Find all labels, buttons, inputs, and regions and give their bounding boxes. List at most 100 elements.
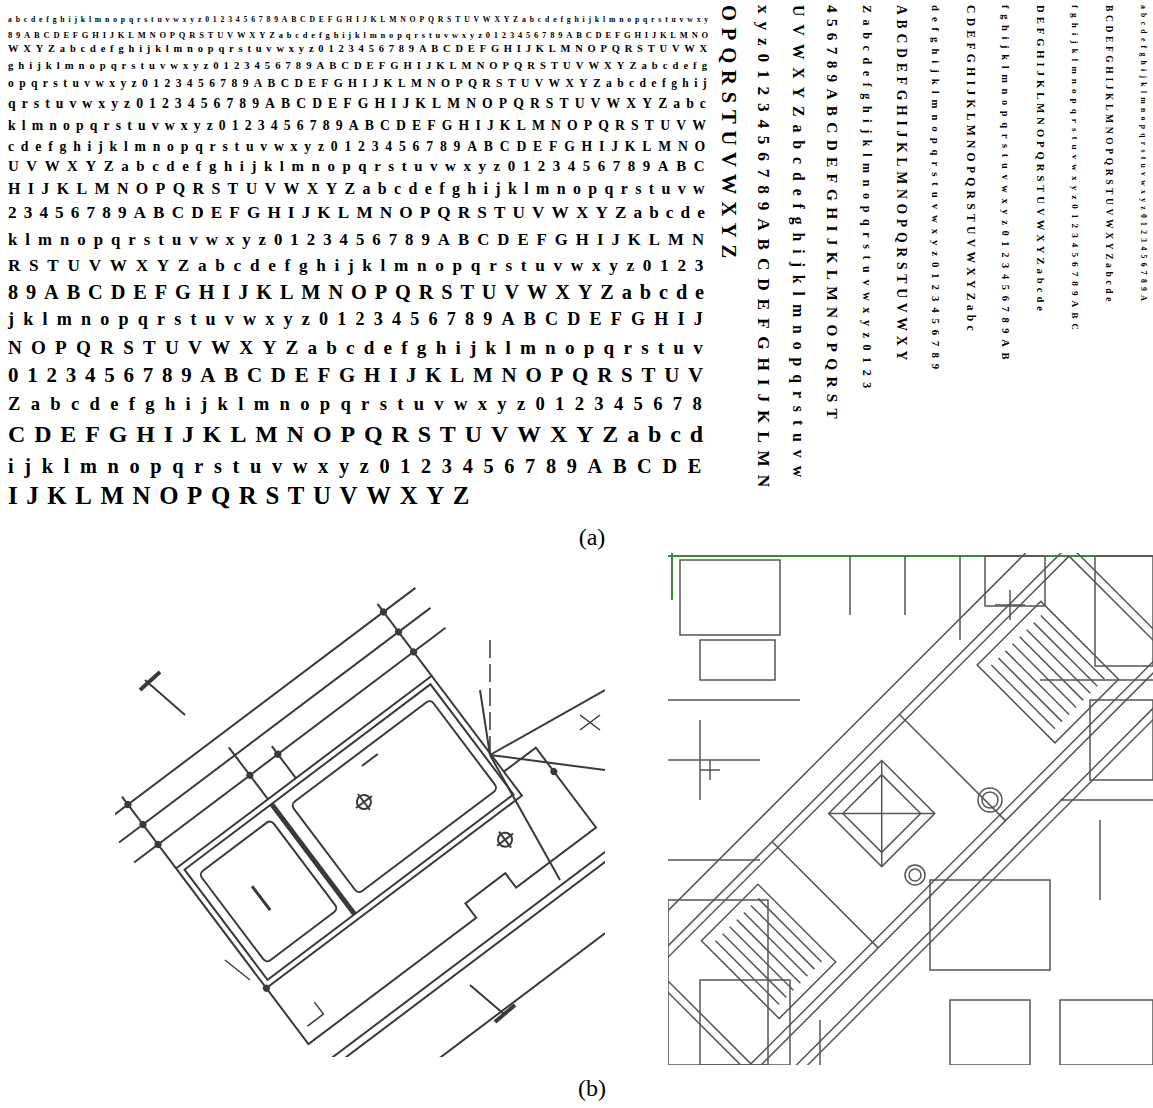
panel-label: (b) bbox=[578, 1076, 606, 1100]
drawing-stroke bbox=[1020, 637, 1084, 701]
rotated-text-line: UVWXYZabcdefghijklmnopqrstuvw bbox=[790, 5, 806, 485]
drawing-stroke bbox=[134, 628, 445, 863]
drawing-stroke bbox=[668, 699, 800, 701]
rotated-text-line: fghijklmnopqrstuvwxyz0123456789AB bbox=[1000, 5, 1010, 365]
sample-text-line: qrstuvwxyz0123456789ABCDEFGHIJKLMNOPQRST… bbox=[8, 97, 712, 111]
sample-text-line: 0123456789ABCDEFGHIJKLMNOPQRSTUV bbox=[8, 365, 712, 386]
drawing-stroke bbox=[409, 647, 419, 657]
drawing-stroke bbox=[354, 792, 374, 812]
drawing-stroke bbox=[700, 640, 775, 680]
rotated-text-line: fghijklmnopqrstuvwxyz0123456789ABC bbox=[1069, 5, 1078, 335]
drawing-stroke bbox=[490, 690, 605, 755]
rotated-text-line: 456789ABCDEFGHIJKLMNOPQRST bbox=[825, 5, 840, 425]
sample-text-line: ghijklmnopqrstuvwxyz0123456789ABCDEFGHIJ… bbox=[8, 61, 712, 72]
drawing-stroke bbox=[184, 684, 513, 980]
drawing-stroke bbox=[668, 556, 1153, 1064]
drawing-stroke bbox=[671, 553, 673, 600]
drawing-stroke bbox=[751, 905, 815, 969]
drawing-stroke bbox=[273, 749, 283, 759]
drawing-stroke bbox=[668, 553, 1153, 1065]
drawing-stroke bbox=[772, 842, 878, 948]
drawing-stroke bbox=[701, 884, 835, 1018]
rotated-text-line: DEFGHIJKLMNOPQRSTUVWXYZabcde bbox=[1034, 5, 1045, 315]
drawing-stroke bbox=[123, 583, 559, 993]
drawing-stroke bbox=[256, 764, 605, 1057]
drawing-stroke bbox=[1041, 616, 1105, 680]
drawing-stroke bbox=[394, 627, 404, 637]
drawing-stroke bbox=[298, 1002, 323, 1026]
drawing-stroke bbox=[245, 770, 255, 780]
drawing-stroke bbox=[709, 760, 711, 780]
drawing-stroke bbox=[829, 761, 935, 867]
rotated-text-line: CDEFGHIJKLMNOPQRSTUVWXYZabc bbox=[965, 5, 977, 335]
drawing-stroke bbox=[977, 601, 1118, 742]
sample-text-line: 89ABCDEFGHIJKLMNOPQRSTUVWXYZabcdefghijkl… bbox=[8, 31, 712, 39]
drawing-stroke bbox=[774, 674, 1153, 1065]
drawing-stroke bbox=[1005, 651, 1069, 715]
drawing-stroke bbox=[699, 720, 701, 800]
sample-text-line: klmnopqrstuvwxyz0123456789ABCDEFGHIJKLMN… bbox=[8, 119, 712, 133]
drawing-stroke bbox=[829, 761, 935, 867]
drawing-stroke bbox=[489, 640, 491, 760]
panel-label: (a) bbox=[579, 525, 606, 549]
drawing-stroke bbox=[723, 934, 787, 998]
drawing-stroke bbox=[153, 840, 163, 850]
drawing-stroke bbox=[1034, 623, 1098, 687]
sample-text-line: opqrstuvwxyz0123456789ABCDEFGHIJKLMNOPQR… bbox=[8, 78, 712, 90]
drawing-stroke bbox=[904, 556, 906, 615]
rotated-text-line: xyz0123456789ABCDEFGHIJKLMN bbox=[755, 5, 772, 495]
drawing-stroke bbox=[480, 690, 490, 755]
drawing-stroke bbox=[272, 804, 355, 914]
rotated-text-line: defghijklmnopqrstuvwxyz0123456789 bbox=[931, 5, 942, 375]
drawing-stroke bbox=[140, 672, 160, 690]
sample-text-line: abcdefghijklmnopqrstuvwxyz0123456789ABCD… bbox=[8, 16, 712, 24]
sample-text-line: WXYZabcdefghijklmnopqrstuvwxyz0123456789… bbox=[8, 44, 712, 54]
sample-text-line: CDEFGHIJKLMNOPQRSTUVWXYZabcd bbox=[8, 423, 712, 447]
sample-text-line: jklmnopqrstuvwxyz0123456789ABCDEFGHIJ bbox=[8, 310, 712, 328]
drawing-stroke bbox=[730, 927, 794, 991]
drawing-stroke bbox=[358, 794, 370, 810]
drawing-stroke bbox=[909, 869, 921, 881]
drawing-stroke bbox=[737, 920, 801, 984]
drawing-stroke bbox=[145, 680, 185, 715]
drawing-stroke bbox=[470, 985, 505, 1015]
drawing-stroke bbox=[115, 570, 605, 1057]
drawing-stroke bbox=[123, 800, 133, 810]
rotated-text-line: BCDEFGHIJKLMNOPQRSTUVWXYZabcde bbox=[1104, 5, 1114, 305]
rotated-text-line: ABCDEFGHIJKLMNOPQRSTUVWXY bbox=[895, 5, 909, 365]
drawing-stroke bbox=[769, 669, 1153, 1065]
drawing-stroke bbox=[899, 715, 1005, 821]
drawing-stroke bbox=[950, 1000, 1030, 1065]
drawing-stroke bbox=[362, 754, 378, 766]
sample-text-line: HIJKLMNOPQRSTUVWXYZabcdefghijklmnopqrstu… bbox=[8, 181, 712, 197]
drawing-stroke bbox=[1013, 644, 1077, 708]
drawing-stroke bbox=[998, 658, 1062, 722]
floor-plan-left bbox=[115, 570, 605, 1057]
drawing-stroke bbox=[495, 830, 515, 850]
drawing-stroke bbox=[668, 553, 1153, 1065]
drawing-stroke bbox=[377, 604, 431, 676]
drawing-stroke bbox=[291, 699, 498, 894]
sample-text-line: IJKLMNOPQRSTUVWXYZ bbox=[8, 484, 478, 509]
drawing-stroke bbox=[490, 755, 560, 880]
drawing-stroke bbox=[1027, 630, 1091, 694]
sample-text-line: UVWXYZabcdefghijklmnopqrstuvwxyz01234567… bbox=[8, 159, 712, 174]
sample-text-line: RSTUVWXYZabcdefghijklmnopqrstuvwxyz0123 bbox=[8, 257, 712, 274]
drawing-stroke bbox=[119, 608, 430, 843]
drawing-stroke bbox=[991, 665, 1055, 729]
drawing-stroke bbox=[115, 588, 415, 823]
drawing-stroke bbox=[995, 604, 1025, 606]
sample-text-line: klmnopqrstuvwxyz0123456789ABCDEFGHIJKLMN bbox=[8, 232, 712, 249]
drawing-stroke bbox=[549, 767, 559, 777]
drawing-stroke bbox=[580, 715, 600, 730]
sample-text-line: 89ABCDEFGHIJKLMNOPQRSTUVWXYZabcde bbox=[8, 282, 712, 302]
drawing-stroke bbox=[829, 761, 935, 867]
drawing-stroke bbox=[668, 759, 760, 761]
drawing-stroke bbox=[978, 788, 1002, 812]
drawing-stroke bbox=[959, 556, 961, 640]
drawing-stroke bbox=[843, 775, 921, 853]
drawing-stroke bbox=[744, 913, 808, 977]
drawing-stroke bbox=[982, 792, 998, 808]
drawing-stroke bbox=[176, 676, 522, 988]
sample-text-line: 23456789ABCDEFGHIJKLMNOPQRSTUVWXYZabcde bbox=[8, 204, 712, 221]
